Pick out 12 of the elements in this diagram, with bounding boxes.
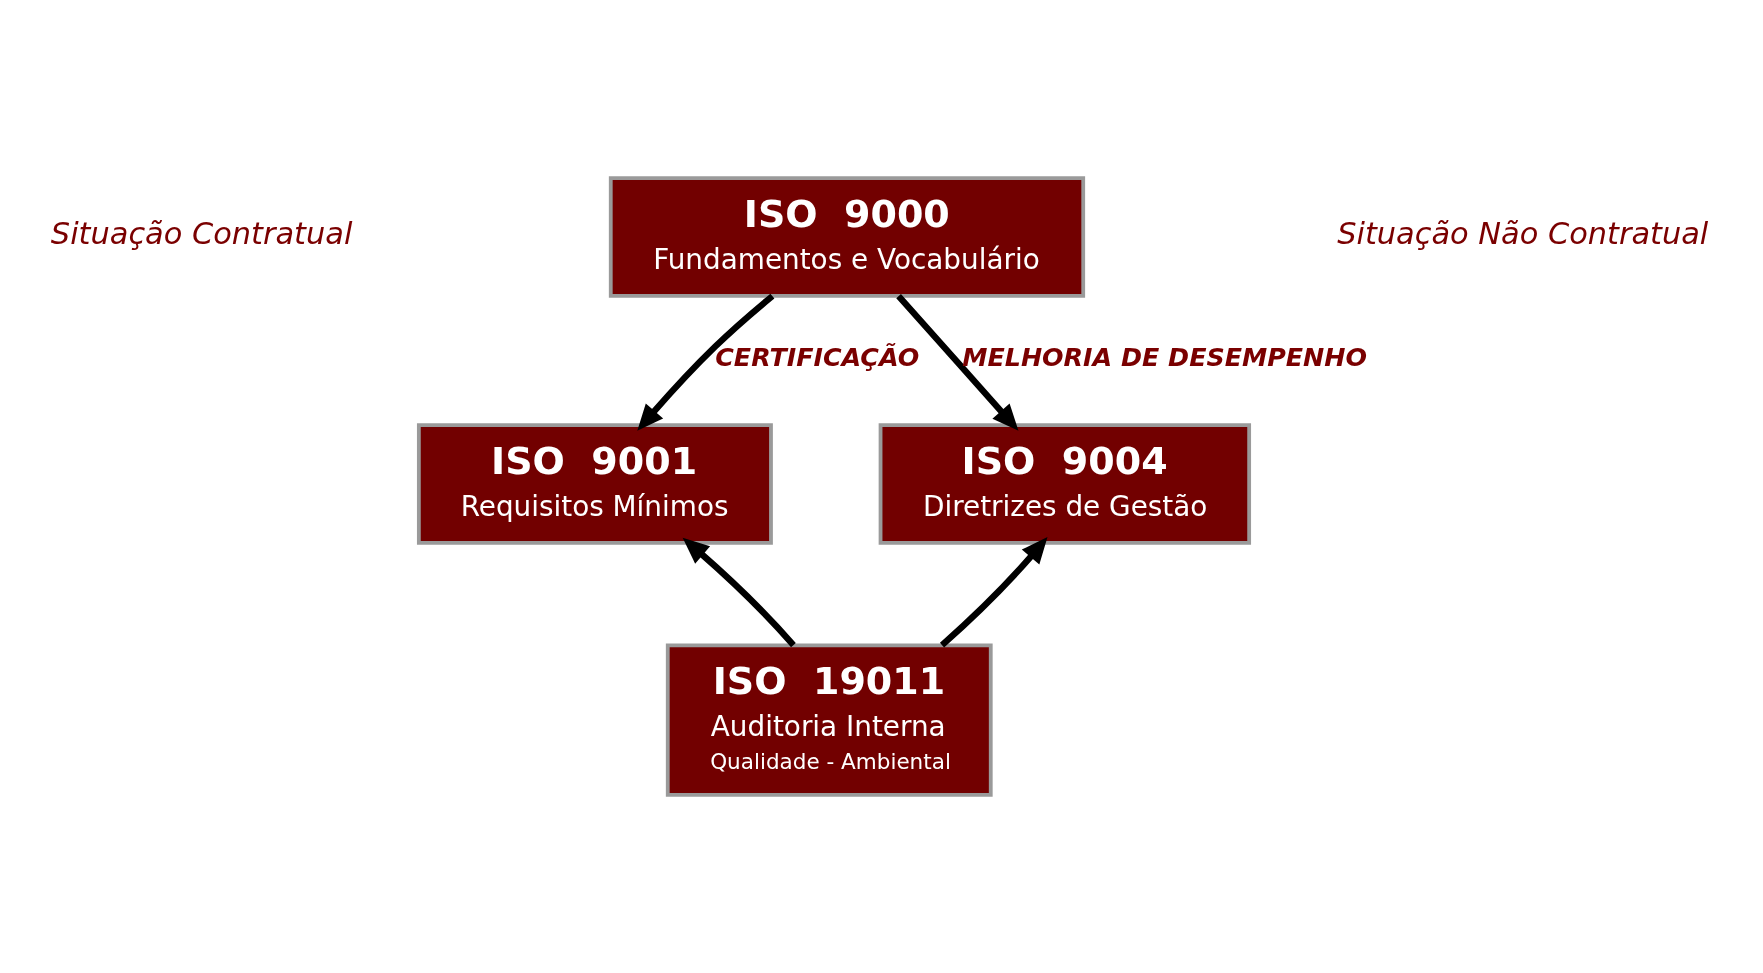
label: Situação Contratual (50, 215, 353, 251)
edge-label: MELHORIA DE DESEMPENHO (962, 341, 1367, 372)
arrow (896, 294, 1019, 431)
label: Situação Não Contratual (1337, 215, 1709, 251)
node-box: ISO 9004 Diretrizes de Gestão (878, 423, 1252, 545)
node-box: ISO 9000 Fundamentos e Vocabulário (608, 176, 1086, 298)
node-box: ISO 9001 Requisitos Mínimos (416, 423, 773, 545)
edge-label: CERTIFICAÇÃO (715, 341, 920, 372)
arrow (939, 537, 1048, 648)
arrow (682, 537, 796, 648)
arrow (637, 293, 775, 431)
node-box: ISO 19011 Auditoria Interna Qualidade - Ambiental (665, 643, 993, 797)
